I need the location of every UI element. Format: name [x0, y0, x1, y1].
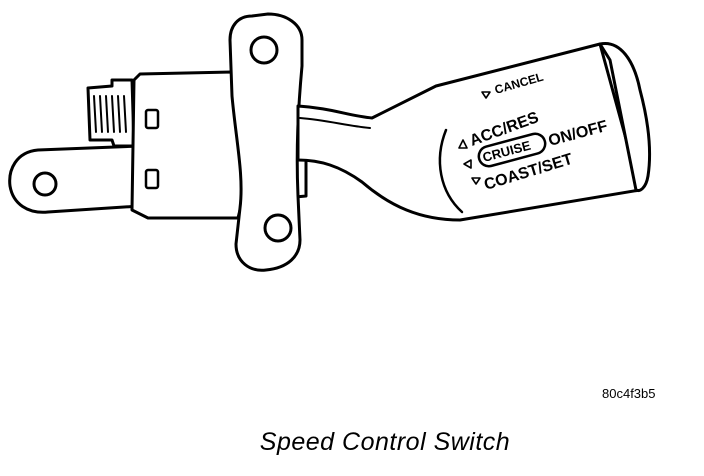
cancel-arrow-icon: [481, 91, 491, 99]
reference-code: 80c4f3b5: [602, 386, 656, 401]
stalk-upper-edge: [299, 117, 371, 129]
stalk-inner-curve: [438, 128, 464, 214]
housing-notch-upper: [144, 108, 160, 130]
plate-hole-top: [249, 35, 279, 65]
figure-caption: Speed Control Switch: [259, 428, 511, 456]
coast-set-arrow-icon: [471, 177, 481, 185]
mounting-plate: [228, 12, 304, 272]
stalk-arm: [296, 42, 642, 222]
housing-notch-lower: [144, 168, 160, 190]
wire-connector: [86, 78, 136, 148]
stalk-end-cap: [598, 42, 652, 192]
plate-hole-bottom: [263, 213, 293, 243]
left-mounting-tab: [8, 144, 142, 214]
acc-res-arrow-icon: [458, 139, 468, 149]
left-tab-hole: [32, 171, 58, 197]
cruise-arrow-icon: [463, 159, 472, 169]
cruise-button-outline: [477, 132, 547, 168]
